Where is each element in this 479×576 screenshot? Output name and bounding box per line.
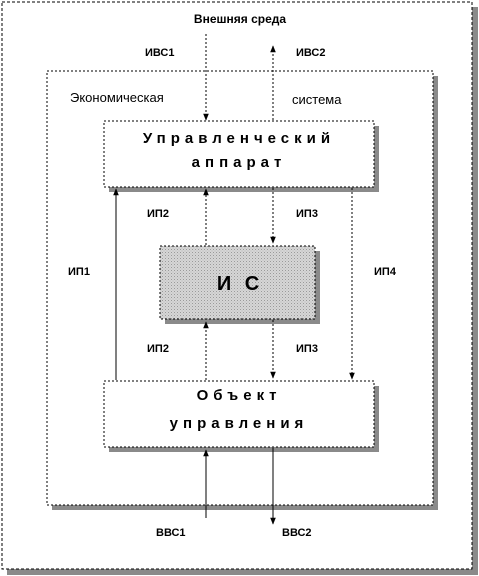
vvs2-label: ВВС2 bbox=[282, 527, 312, 539]
ivs2-label: ИВС2 bbox=[296, 47, 326, 59]
ip1-label: ИП1 bbox=[68, 266, 90, 278]
management-line2: аппарат bbox=[192, 154, 287, 171]
management-line1: Управленческий bbox=[143, 130, 335, 147]
object-box bbox=[103, 380, 379, 452]
ip4-label: ИП4 bbox=[374, 266, 397, 278]
ip3-top-label: ИП3 bbox=[296, 208, 318, 220]
management-box bbox=[103, 120, 379, 192]
system-label-right: система bbox=[292, 92, 342, 107]
ip2-top-label: ИП2 bbox=[147, 208, 169, 220]
is-box bbox=[159, 245, 320, 324]
ip2-bottom-label: ИП2 bbox=[147, 343, 169, 355]
is-label: И С bbox=[217, 273, 263, 295]
outer-title: Внешняя среда bbox=[194, 12, 286, 26]
ivs1-label: ИВС1 bbox=[145, 47, 175, 59]
vvs1-label: ВВС1 bbox=[156, 527, 186, 539]
object-line2: управления bbox=[170, 415, 309, 432]
object-line1: Объект bbox=[197, 387, 282, 404]
ip3-bottom-label: ИП3 bbox=[296, 343, 318, 355]
system-label-left: Экономическая bbox=[70, 90, 164, 105]
